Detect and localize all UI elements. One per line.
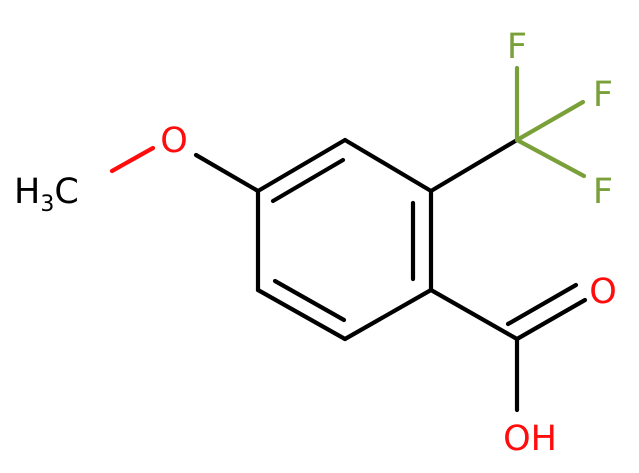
bond-ring-c4-c5 [342,287,434,342]
methyl-label: H3C [14,172,79,217]
bond-oxygen-to-methyl [109,145,156,174]
ether-oxygen-label: O [160,121,188,161]
methyl-h: H [14,172,40,212]
bond-ring-to-cf3 [428,137,520,194]
fluorine-3-label: F [593,172,613,212]
fluorine-2-label: F [593,75,613,115]
bond-ring-to-oxygen [193,152,261,194]
carbonyl-oxygen-label: O [589,272,617,312]
bond-ring-c5-c6 [255,287,348,342]
bond-ring-inner-c1-c2 [270,157,346,204]
bond-ring-c1-c2 [255,137,348,194]
bond-carbonyl-inner [505,282,579,327]
bond-carbonyl-outer [514,297,588,342]
bond-ring-c2-c3 [342,137,434,194]
bond-ring-to-carboxyl [428,287,520,342]
bond-cf3-to-f2 [514,99,586,143]
methyl-subscript: 3 [40,192,54,217]
bond-ring-inner-c5-c6 [272,278,347,323]
methyl-c: C [54,172,78,212]
bond-cf3-to-f3 [514,137,587,179]
fluorine-1-label: F [507,27,527,67]
hydroxyl-label: OH [503,419,557,459]
